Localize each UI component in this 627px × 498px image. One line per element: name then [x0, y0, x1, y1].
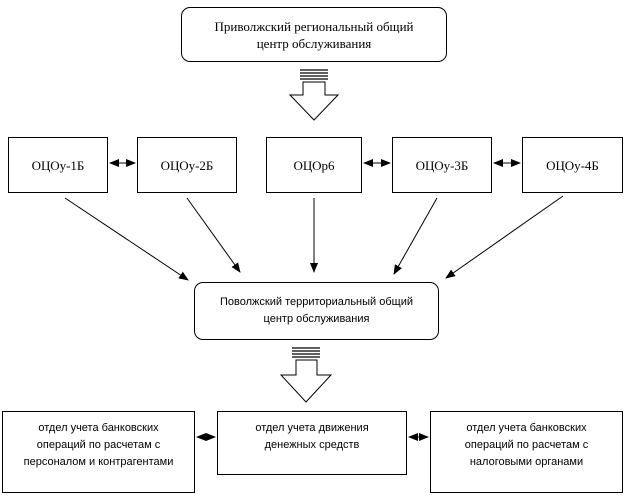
- dept-tax-line1: отдел учета банковских: [466, 422, 587, 434]
- regional-center-title-line2: центр обслуживания: [256, 35, 372, 51]
- territorial-center-box: Поволжский территориальный общий центр о…: [194, 282, 439, 340]
- arrow-ocu4-to-middle: [445, 195, 564, 279]
- arrow-ocu3-to-middle: [393, 197, 438, 275]
- dept-cash-flow-line1: отдел учета движения: [255, 422, 369, 434]
- ocu-1b-label: ОЦОу-1Б: [31, 157, 85, 173]
- dept-personnel-box: отдел учета банковских операций по расче…: [2, 411, 195, 493]
- dept-tax-line3: налоговыми органами: [469, 456, 584, 468]
- dept-cash-flow-line2: денежных средств: [264, 439, 360, 451]
- ocu-4b-label: ОЦОу-4Б: [546, 157, 599, 173]
- regional-center-title-line1: Приволжский региональный общий: [214, 18, 414, 34]
- block-arrow-down-middle: [279, 347, 333, 403]
- territorial-center-title-line1: Поволжский территориальный общий: [220, 296, 413, 308]
- block-arrow-down-top: [288, 69, 340, 121]
- dept-tax-line2: операций по расчетам с: [464, 439, 589, 451]
- ocu-1b-box: ОЦОу-1Б: [8, 137, 108, 193]
- dept-personnel-line3: персоналом и контрагентами: [23, 456, 174, 468]
- ocu-3b-label: ОЦОу-3Б: [415, 157, 469, 173]
- arrow-ocu2-to-middle: [186, 197, 241, 273]
- ocu-3b-box: ОЦОу-3Б: [392, 137, 492, 193]
- territorial-center-title-line2: центр обслуживания: [263, 313, 370, 325]
- ocr6-box: ОЦОр6: [266, 137, 362, 193]
- ocu-2b-box: ОЦОу-2Б: [137, 137, 237, 193]
- arrow-ocu1-to-middle: [64, 197, 189, 281]
- ocu-2b-label: ОЦОу-2Б: [160, 157, 214, 173]
- ocr6-label: ОЦОр6: [293, 157, 335, 173]
- ocu-4b-box: ОЦОу-4Б: [522, 137, 623, 193]
- regional-center-box: Приволжский региональный общий центр обс…: [181, 7, 447, 62]
- dept-personnel-line1: отдел учета банковских: [38, 422, 159, 434]
- dept-personnel-line2: операций по расчетам с: [36, 439, 161, 451]
- dept-cash-flow-box: отдел учета движения денежных средств: [217, 411, 407, 475]
- dept-tax-box: отдел учета банковских операций по расче…: [430, 411, 623, 493]
